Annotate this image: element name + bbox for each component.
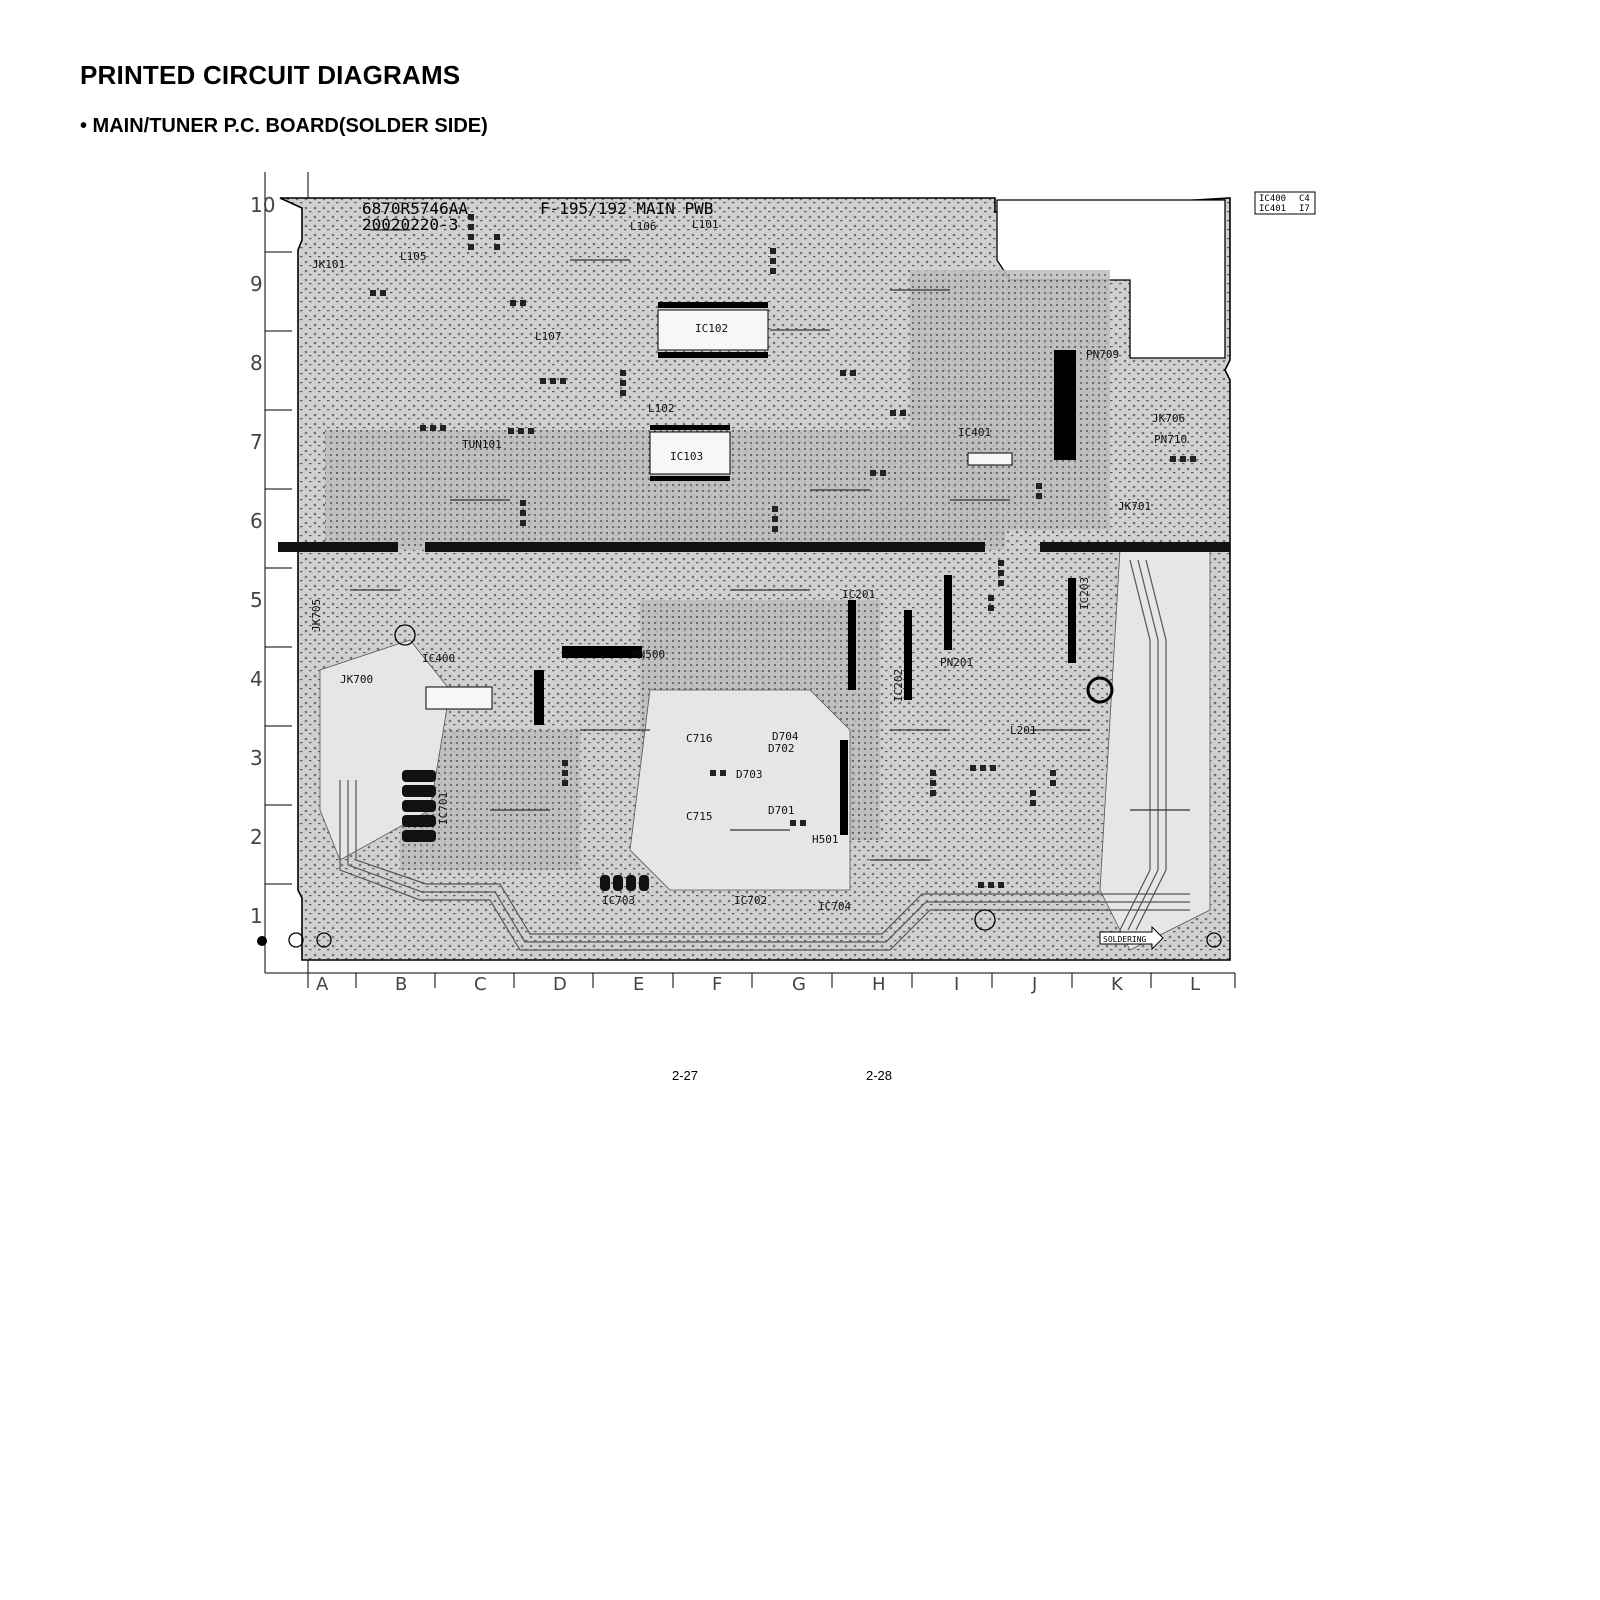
small-pads [370, 214, 1196, 888]
separation-band [278, 542, 1230, 552]
soldering-arrow: SOLDERING [1099, 925, 1164, 951]
row-label: 7 [250, 430, 263, 454]
col-label: K [1111, 974, 1124, 995]
component-label: L101 [692, 218, 719, 231]
legend-grid-1: I7 [1299, 204, 1310, 214]
board-date-code: 20020220-3 [362, 215, 458, 234]
registration-mark [257, 936, 267, 946]
row-ticks [265, 251, 292, 885]
pcb-diagram: SOLDERING 6870R5746AA F-195/192 MAIN PWB… [250, 172, 1316, 995]
row-label: 9 [250, 272, 263, 296]
page-number-right: 2-28 [866, 1068, 893, 1083]
soldering-label: SOLDERING [1103, 935, 1147, 944]
component-label: IC701 [437, 792, 450, 825]
col-label: H [872, 974, 886, 995]
col-label: I [954, 974, 959, 995]
board-part-number: 6870R5746AA [362, 199, 468, 218]
row-label: 4 [250, 667, 263, 691]
section-subtitle: • MAIN/TUNER P.C. BOARD(SOLDER SIDE) [80, 115, 488, 137]
legend-grid-0: C4 [1299, 194, 1310, 204]
component-label: IC202 [892, 669, 905, 702]
row-label: 1 [250, 904, 263, 928]
component-label: C715 [686, 810, 713, 823]
component-label: L201 [1010, 724, 1037, 737]
component-label: PN710 [1154, 433, 1187, 446]
row-labels: 10 9 8 7 6 5 4 3 2 1 [250, 193, 275, 928]
row-label: 2 [250, 825, 263, 849]
component-label: C716 [686, 732, 713, 745]
column-labels: A B C D E F G H I J K L [316, 974, 1200, 995]
row-label: 8 [250, 351, 263, 375]
column-ticks [355, 973, 1236, 988]
component-label: IC103 [670, 450, 703, 463]
component-label: IC203 [1078, 577, 1091, 610]
component-label: PN201 [940, 656, 973, 669]
col-label: B [395, 974, 407, 995]
component-label: TUN101 [462, 438, 502, 451]
col-label: D [553, 974, 567, 995]
col-label: E [633, 974, 644, 995]
component-label: D703 [736, 768, 763, 781]
component-label: JK706 [1152, 412, 1185, 425]
page-title: PRINTED CIRCUIT DIAGRAMS [80, 60, 461, 90]
component-label: JK700 [340, 673, 373, 686]
component-labels: JK101 L105 L106 L101 IC102 L107 L102 IC1… [310, 218, 1187, 913]
component-label: L105 [400, 250, 427, 263]
component-label: D704 [772, 730, 799, 743]
component-label: L102 [648, 402, 675, 415]
component-label: IC704 [818, 900, 851, 913]
component-label: IC401 [958, 426, 991, 439]
trace-bundles [339, 559, 1190, 951]
component-label: PN709 [1086, 348, 1119, 361]
component-label: JK101 [312, 258, 345, 271]
component-label: H501 [812, 833, 839, 846]
ic-location-legend: IC400 C4 IC401 I7 [1254, 191, 1316, 215]
col-label: J [1031, 974, 1037, 995]
page-number-left: 2-27 [672, 1068, 699, 1083]
jumper-wires [350, 229, 1190, 861]
mounting-holes [288, 624, 1222, 948]
component-label: IC703 [602, 894, 635, 907]
board-model: F-195/192 MAIN PWB [540, 199, 713, 218]
component-label: D702 [768, 742, 795, 755]
component-label: JK701 [1118, 500, 1151, 513]
col-label: A [316, 974, 329, 995]
ic701-pads [402, 770, 436, 842]
row-label: 3 [250, 746, 263, 770]
row-label: 6 [250, 509, 263, 533]
row-label: 5 [250, 588, 263, 612]
row-label: 10 [250, 193, 275, 217]
component-label: IC102 [695, 322, 728, 335]
col-label: C [474, 974, 487, 995]
col-label: F [712, 974, 722, 995]
component-label: IC400 [422, 652, 455, 665]
component-label: IC201 [842, 588, 875, 601]
component-label: L106 [630, 220, 657, 233]
component-label: PN500 [632, 648, 665, 661]
legend-ic-1: IC401 [1259, 204, 1286, 214]
component-label: L107 [535, 330, 562, 343]
legend-ic-0: IC400 [1259, 194, 1286, 204]
component-label: IC702 [734, 894, 767, 907]
ic703-pads [600, 875, 649, 891]
col-label: G [792, 974, 806, 995]
ic-pin-rows [534, 302, 1076, 835]
component-label: D701 [768, 804, 795, 817]
ic-packages [425, 309, 1013, 710]
board-notch [996, 199, 1226, 359]
component-label: JK705 [310, 599, 323, 632]
col-label: L [1190, 974, 1200, 995]
